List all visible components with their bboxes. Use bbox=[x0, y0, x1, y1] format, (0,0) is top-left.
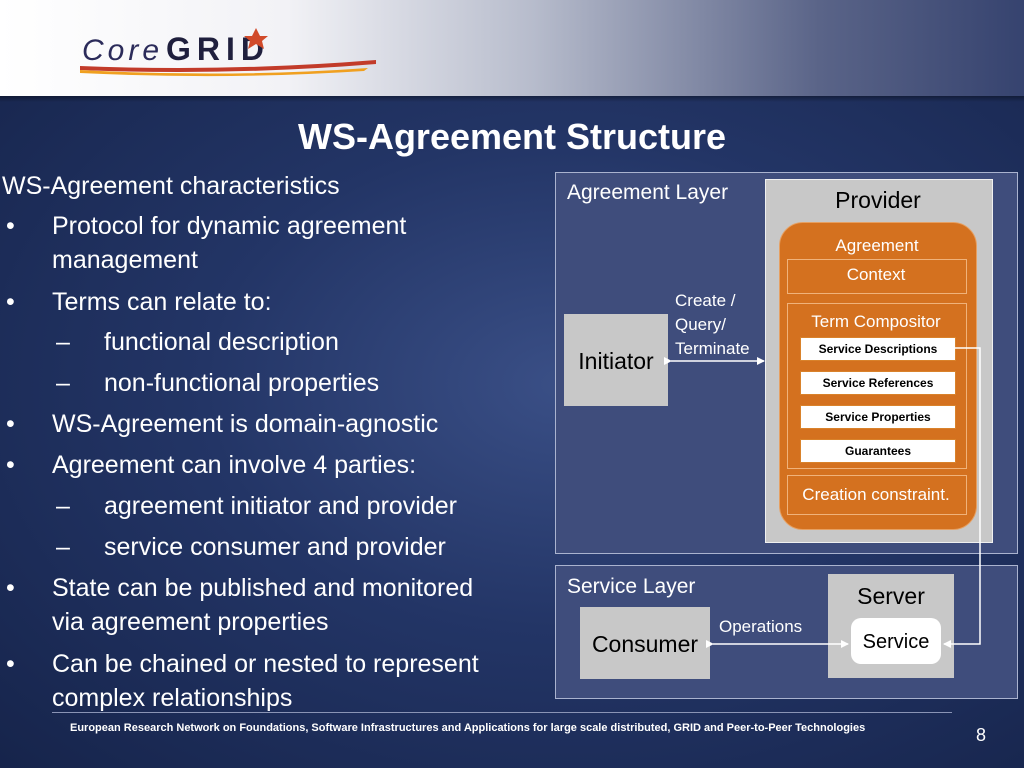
consumer-box bbox=[580, 607, 710, 679]
bullet-text: WS-Agreement is domain-agnostic bbox=[52, 410, 439, 438]
bullet-glyph: • bbox=[6, 574, 15, 602]
logo-swoosh-orange bbox=[80, 68, 368, 77]
bullet-glyph: • bbox=[6, 410, 15, 438]
bullet-text: via agreement properties bbox=[52, 608, 329, 636]
agreement-label: Agreement bbox=[835, 236, 919, 255]
bullet-text: Can be chained or nested to represent bbox=[52, 650, 479, 678]
term-compositor-label: Term Compositor bbox=[811, 312, 941, 331]
service-properties-item: Service Properties bbox=[800, 405, 956, 429]
service-box bbox=[851, 618, 941, 664]
star-icon bbox=[244, 28, 268, 49]
creation-constraint-box bbox=[787, 475, 967, 515]
bullet-glyph: • bbox=[6, 650, 15, 678]
query-label: Query/ bbox=[675, 315, 727, 334]
service-references-item: Service References bbox=[800, 371, 956, 395]
logo-swoosh-red bbox=[80, 60, 376, 72]
service-label: Service bbox=[862, 631, 930, 653]
slide-title: WS-Agreement Structure bbox=[297, 116, 727, 157]
service-layer-label: Service Layer bbox=[567, 575, 696, 598]
operations-label: Operations bbox=[719, 617, 803, 636]
dash-glyph: – bbox=[56, 492, 70, 520]
footer-divider bbox=[52, 712, 952, 713]
terminate-label: Terminate bbox=[675, 339, 750, 358]
dash-glyph: – bbox=[56, 369, 70, 397]
sub-bullet-text: functional description bbox=[104, 328, 339, 356]
bullet-glyph: • bbox=[6, 451, 15, 479]
page-number: 8 bbox=[976, 725, 987, 745]
agreement-layer-label: Agreement Layer bbox=[567, 181, 729, 204]
sub-bullet-text: agreement initiator and provider bbox=[104, 492, 457, 520]
service-descriptions-item: Service Descriptions bbox=[800, 337, 956, 361]
creation-constraint-label: Creation constraint. bbox=[802, 485, 950, 504]
logo-core-text: Core bbox=[82, 34, 163, 67]
sub-bullet-text: non-functional properties bbox=[104, 369, 380, 397]
bullet-glyph: • bbox=[6, 212, 15, 240]
footer-text: European Research Network on Foundations… bbox=[70, 722, 866, 734]
bullet-text: Terms can relate to: bbox=[52, 288, 272, 316]
bullet-text: Agreement can involve 4 parties: bbox=[52, 451, 417, 479]
bullet-text: complex relationships bbox=[52, 684, 293, 712]
server-label: Server bbox=[857, 583, 925, 609]
consumer-label: Consumer bbox=[591, 631, 699, 657]
bullet-glyph: • bbox=[6, 288, 15, 316]
create-label: Create / bbox=[675, 291, 736, 310]
bullet-text: Protocol for dynamic agreement bbox=[52, 212, 407, 240]
banner-shadow bbox=[0, 96, 1024, 102]
bullet-text: management bbox=[52, 246, 198, 274]
initiator-label: Initiator bbox=[578, 348, 654, 374]
dash-glyph: – bbox=[56, 533, 70, 561]
context-label: Context bbox=[846, 265, 906, 284]
dash-glyph: – bbox=[56, 328, 70, 356]
coregrid-logo: Core GRID bbox=[80, 28, 376, 77]
bullet-heading: WS-Agreement characteristics bbox=[2, 172, 340, 200]
guarantees-item: Guarantees bbox=[800, 439, 956, 463]
bullet-text: State can be published and monitored bbox=[52, 574, 474, 602]
provider-label: Provider bbox=[835, 187, 921, 213]
sub-bullet-text: service consumer and provider bbox=[104, 533, 446, 561]
description-service-link bbox=[943, 347, 981, 648]
context-box bbox=[787, 259, 967, 294]
initiator-box bbox=[564, 314, 668, 406]
header-banner bbox=[0, 0, 1024, 96]
